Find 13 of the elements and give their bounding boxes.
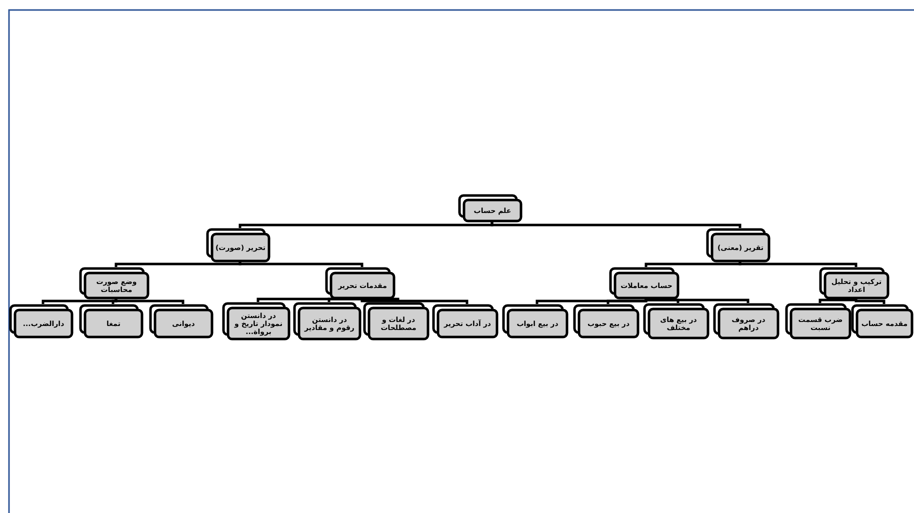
connector-line bbox=[238, 222, 494, 228]
connector-line bbox=[490, 222, 742, 228]
connector-line bbox=[854, 299, 886, 304]
connector-line bbox=[738, 262, 858, 267]
connector-line bbox=[606, 299, 648, 304]
connector-line bbox=[360, 299, 468, 304]
connector-line bbox=[238, 262, 364, 267]
connector-line bbox=[328, 298, 364, 302]
connector-line bbox=[114, 299, 184, 304]
connector-line bbox=[644, 262, 742, 267]
connector-line bbox=[644, 298, 750, 303]
connector-line bbox=[818, 298, 858, 303]
connector-line bbox=[114, 262, 242, 267]
